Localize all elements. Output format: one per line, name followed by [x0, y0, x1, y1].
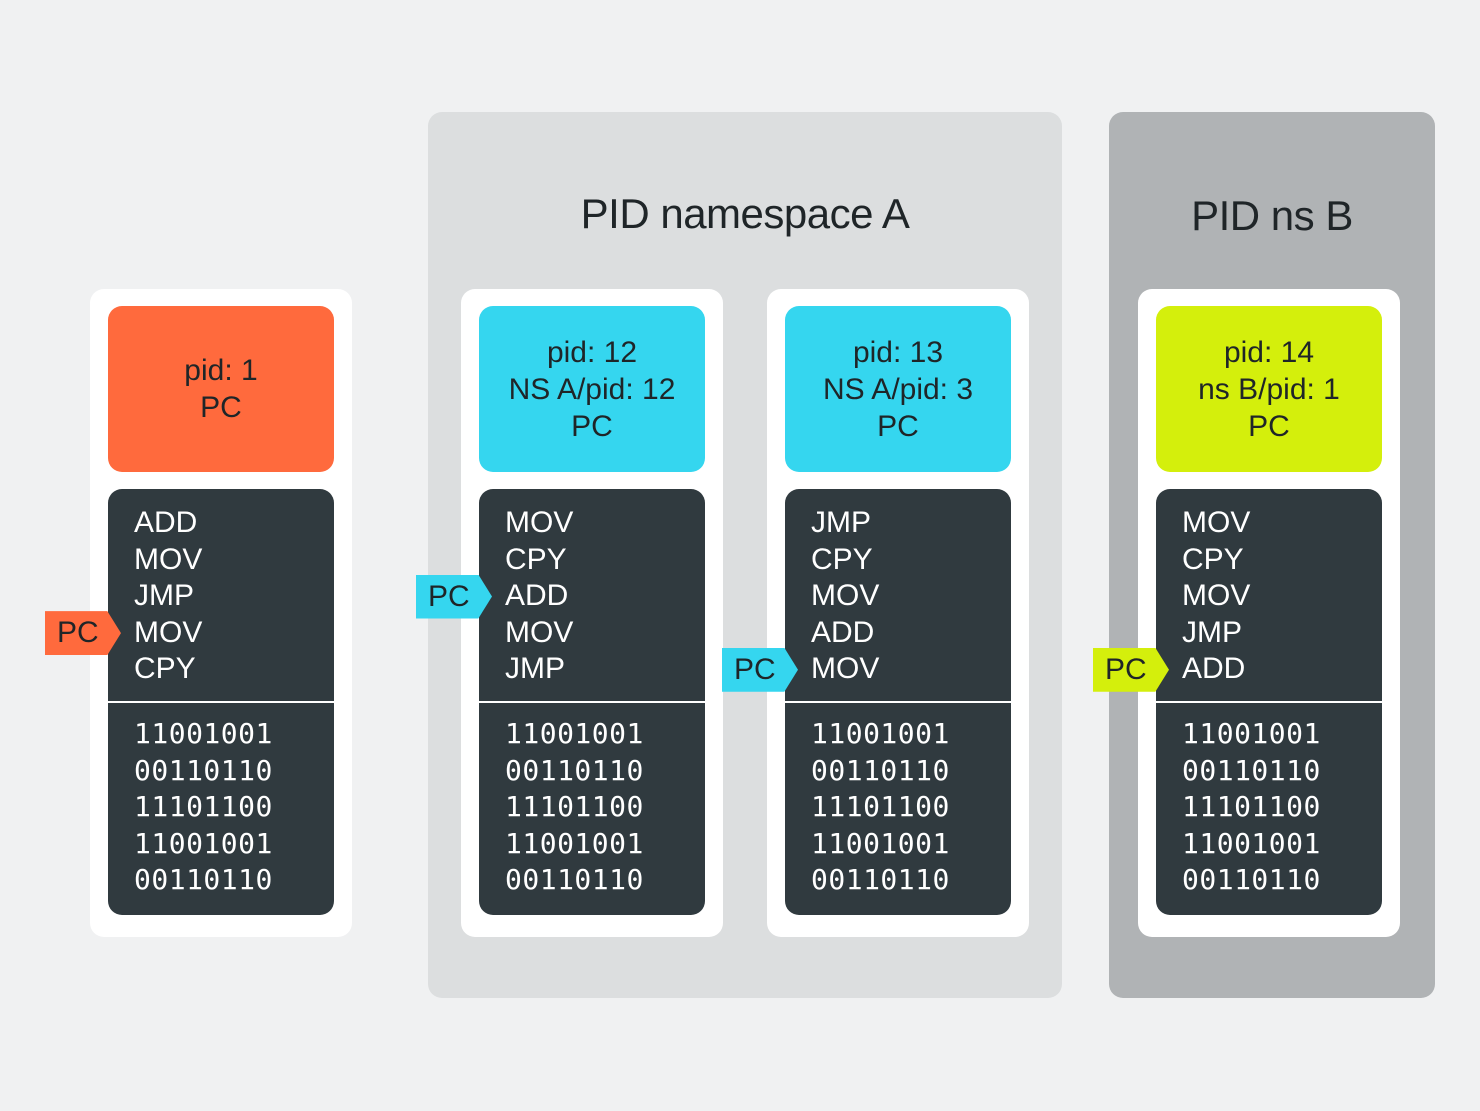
- binary-word: 11101100: [811, 790, 950, 824]
- instruction: JMP: [134, 579, 194, 613]
- memory-block: MOV CPY MOV JMP ADD 11001001 00110110 11…: [1156, 489, 1382, 915]
- instruction: CPY: [811, 542, 873, 576]
- instruction: MOV: [1182, 506, 1251, 539]
- binary-word: 11001001: [1182, 826, 1321, 860]
- instruction: MOV: [811, 652, 880, 686]
- instruction-list: MOV CPY MOV JMP ADD: [1182, 505, 1250, 688]
- header-line: ns B/pid: 1: [1198, 372, 1340, 406]
- memory-block: ADD MOV JMP MOV CPY 11001001 00110110 11…: [108, 489, 334, 915]
- header-line: pid: 13: [852, 335, 944, 369]
- memory-block: JMP CPY MOV ADD MOV 11001001 00110110 11…: [785, 489, 1011, 915]
- binary-word: 00110110: [505, 863, 644, 897]
- header-line: PC: [1248, 409, 1290, 443]
- process-card-pid-1: pid: 1 PC ADD MOV JMP MOV CPY 11001001 0…: [90, 289, 352, 937]
- binary-word: 00110110: [1182, 753, 1321, 787]
- instruction: MOV: [134, 542, 203, 576]
- binary-word: 00110110: [811, 863, 950, 897]
- header-line: PC: [877, 409, 919, 443]
- divider: [785, 701, 1011, 703]
- binary-word: 11001001: [505, 717, 644, 750]
- instruction: MOV: [811, 579, 880, 613]
- instruction: MOV: [505, 615, 574, 649]
- header-line: NS A/pid: 12: [508, 372, 676, 406]
- instruction-list: MOV CPY ADD MOV JMP: [505, 505, 573, 688]
- process-header: pid: 12 NS A/pid: 12 PC: [479, 306, 705, 472]
- instruction: ADD: [505, 579, 569, 613]
- binary-word: 11001001: [1182, 717, 1321, 750]
- instruction-list: JMP CPY MOV ADD MOV: [811, 505, 879, 688]
- instruction: JMP: [811, 506, 871, 539]
- instruction: CPY: [1182, 542, 1244, 576]
- header-line: NS A/pid: 3: [822, 372, 974, 406]
- divider: [108, 701, 334, 703]
- binary-word: 11101100: [505, 790, 644, 824]
- binary-list: 11001001 00110110 11101100 11001001 0011…: [1182, 716, 1321, 899]
- binary-word: 11001001: [505, 826, 644, 860]
- header-line: pid: 1: [184, 354, 258, 387]
- process-card-pid-14: pid: 14 ns B/pid: 1 PC MOV CPY MOV JMP A…: [1138, 289, 1400, 937]
- binary-word: 11001001: [134, 717, 273, 750]
- instruction: MOV: [134, 615, 203, 649]
- header-line: pid: 12: [546, 335, 638, 369]
- binary-word: 11101100: [134, 790, 273, 824]
- instruction-list: ADD MOV JMP MOV CPY: [134, 505, 202, 688]
- namespace-b-title: PID ns B: [1191, 192, 1353, 239]
- binary-word: 11101100: [1182, 790, 1321, 824]
- process-header: pid: 14 ns B/pid: 1 PC: [1156, 306, 1382, 472]
- process-header: pid: 1 PC: [108, 306, 334, 472]
- instruction: MOV: [1182, 579, 1251, 613]
- binary-list: 11001001 00110110 11101100 11001001 0011…: [134, 716, 273, 899]
- process-card-pid-13: pid: 13 NS A/pid: 3 PC JMP CPY MOV ADD M…: [767, 289, 1029, 937]
- namespace-a-title: PID namespace A: [580, 190, 910, 237]
- instruction: JMP: [1182, 615, 1242, 649]
- binary-word: 11001001: [811, 826, 950, 860]
- binary-word: 00110110: [1182, 863, 1321, 897]
- process-header: pid: 13 NS A/pid: 3 PC: [785, 306, 1011, 472]
- divider: [1156, 701, 1382, 703]
- binary-word: 00110110: [505, 753, 644, 787]
- memory-block: MOV CPY ADD MOV JMP 11001001 00110110 11…: [479, 489, 705, 915]
- pc-pointer-pid-14: PC: [1093, 647, 1169, 692]
- instruction: MOV: [505, 506, 574, 539]
- binary-word: 00110110: [811, 753, 950, 787]
- binary-word: 11001001: [134, 826, 273, 860]
- binary-word: 00110110: [134, 863, 273, 897]
- instruction: ADD: [134, 506, 198, 539]
- header-line: PC: [200, 391, 242, 424]
- binary-list: 11001001 00110110 11101100 11001001 0011…: [811, 716, 950, 899]
- instruction: ADD: [811, 615, 875, 649]
- pc-pointer-pid-12: PC: [416, 574, 492, 619]
- binary-word: 00110110: [134, 753, 273, 787]
- pc-pointer-pid-1: PC: [45, 611, 121, 656]
- instruction: ADD: [1182, 652, 1246, 686]
- instruction: JMP: [505, 652, 565, 686]
- binary-word: 11001001: [811, 717, 950, 750]
- process-card-pid-12: pid: 12 NS A/pid: 12 PC MOV CPY ADD MOV …: [461, 289, 723, 937]
- binary-list: 11001001 00110110 11101100 11001001 0011…: [505, 716, 644, 899]
- header-line: PC: [571, 409, 613, 443]
- instruction: CPY: [134, 652, 196, 686]
- pc-pointer-pid-13: PC: [722, 647, 798, 692]
- header-line: pid: 14: [1223, 335, 1315, 369]
- divider: [479, 701, 705, 703]
- instruction: CPY: [505, 542, 567, 576]
